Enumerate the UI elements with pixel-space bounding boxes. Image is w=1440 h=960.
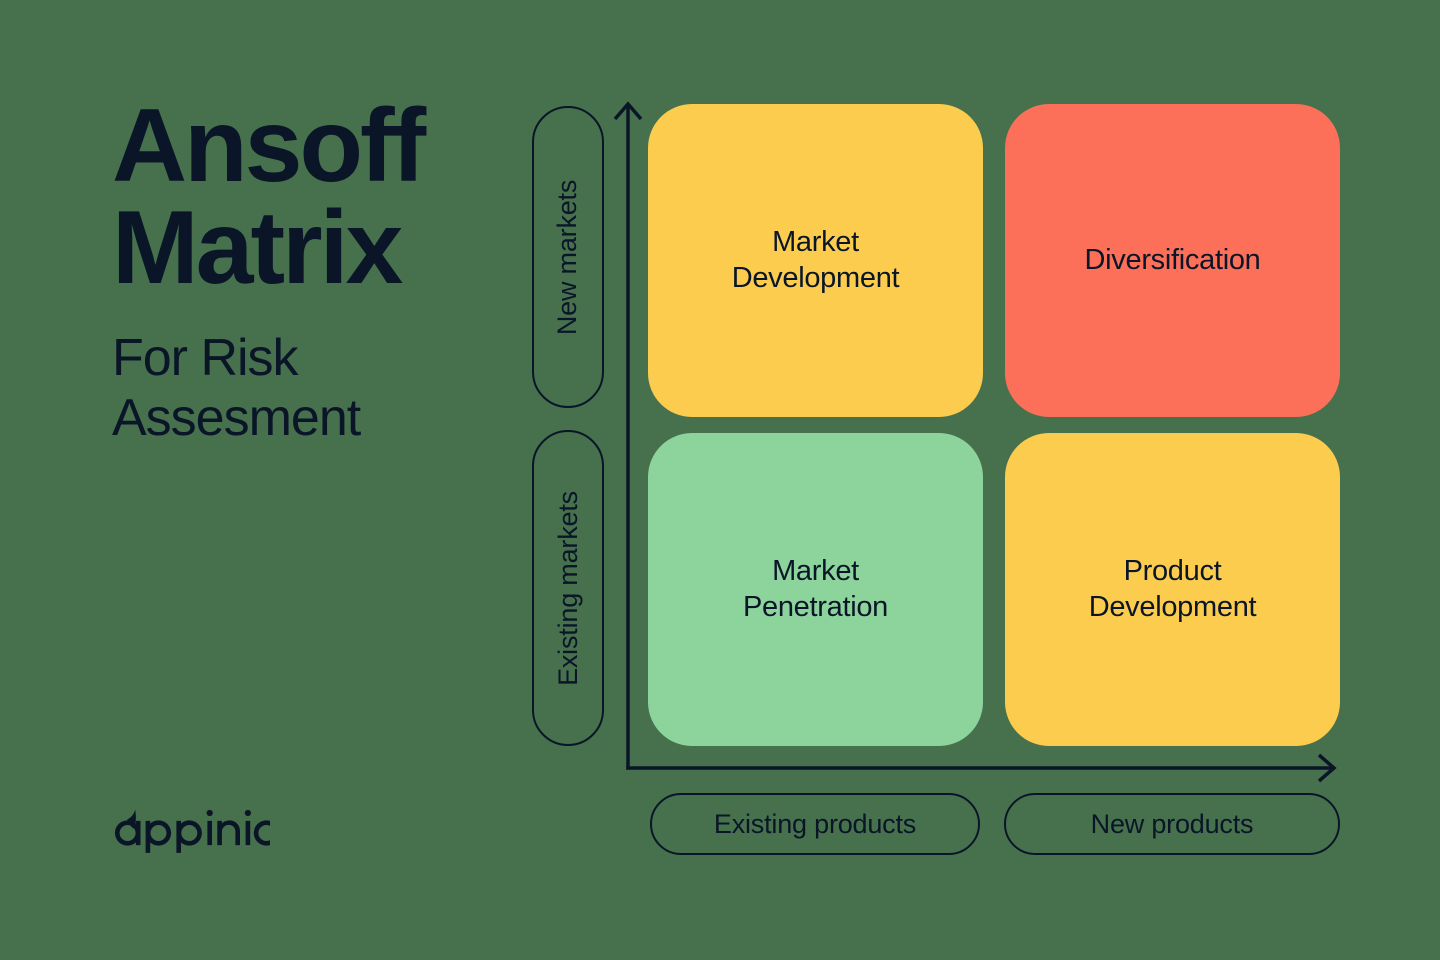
x-axis-arrowhead <box>1317 753 1337 783</box>
appinio-logo: appinio <box>110 793 270 853</box>
quadrant-label: Product Development <box>1088 554 1257 623</box>
y-axis-label-text: New markets <box>552 179 583 335</box>
x-axis <box>626 753 1337 783</box>
quadrant-label: Market Penetration <box>742 554 889 623</box>
quadrant-market-penetration[interactable]: Market Penetration <box>648 433 983 746</box>
y-axis-label-text: Existing markets <box>552 490 583 686</box>
y-axis <box>613 101 643 770</box>
quadrant-diversification[interactable]: Diversification <box>1005 104 1340 417</box>
appinio-wordmark-icon <box>115 809 270 853</box>
page-title: Ansoff Matrix <box>112 88 426 306</box>
x-axis-label-existing-products: Existing products <box>650 793 980 855</box>
quadrant-label: Diversification <box>1084 243 1261 276</box>
y-axis-label-existing-markets: Existing markets <box>532 430 604 746</box>
page-subtitle: For Risk Assesment <box>112 328 361 448</box>
y-axis-label-new-markets: New markets <box>532 106 604 408</box>
quadrant-label: Market Development <box>731 225 900 294</box>
x-axis-label-text: Existing products <box>713 808 917 839</box>
title-block: Ansoff Matrix For Risk Assesment <box>112 88 512 448</box>
y-axis-arrowhead <box>613 101 643 121</box>
quadrant-market-development[interactable]: Market Development <box>648 104 983 417</box>
quadrant-product-development[interactable]: Product Development <box>1005 433 1340 746</box>
matrix-grid: Market Development Diversification Marke… <box>648 104 1340 746</box>
x-axis-label-text: New products <box>1090 808 1254 839</box>
x-axis-label-new-products: New products <box>1004 793 1340 855</box>
